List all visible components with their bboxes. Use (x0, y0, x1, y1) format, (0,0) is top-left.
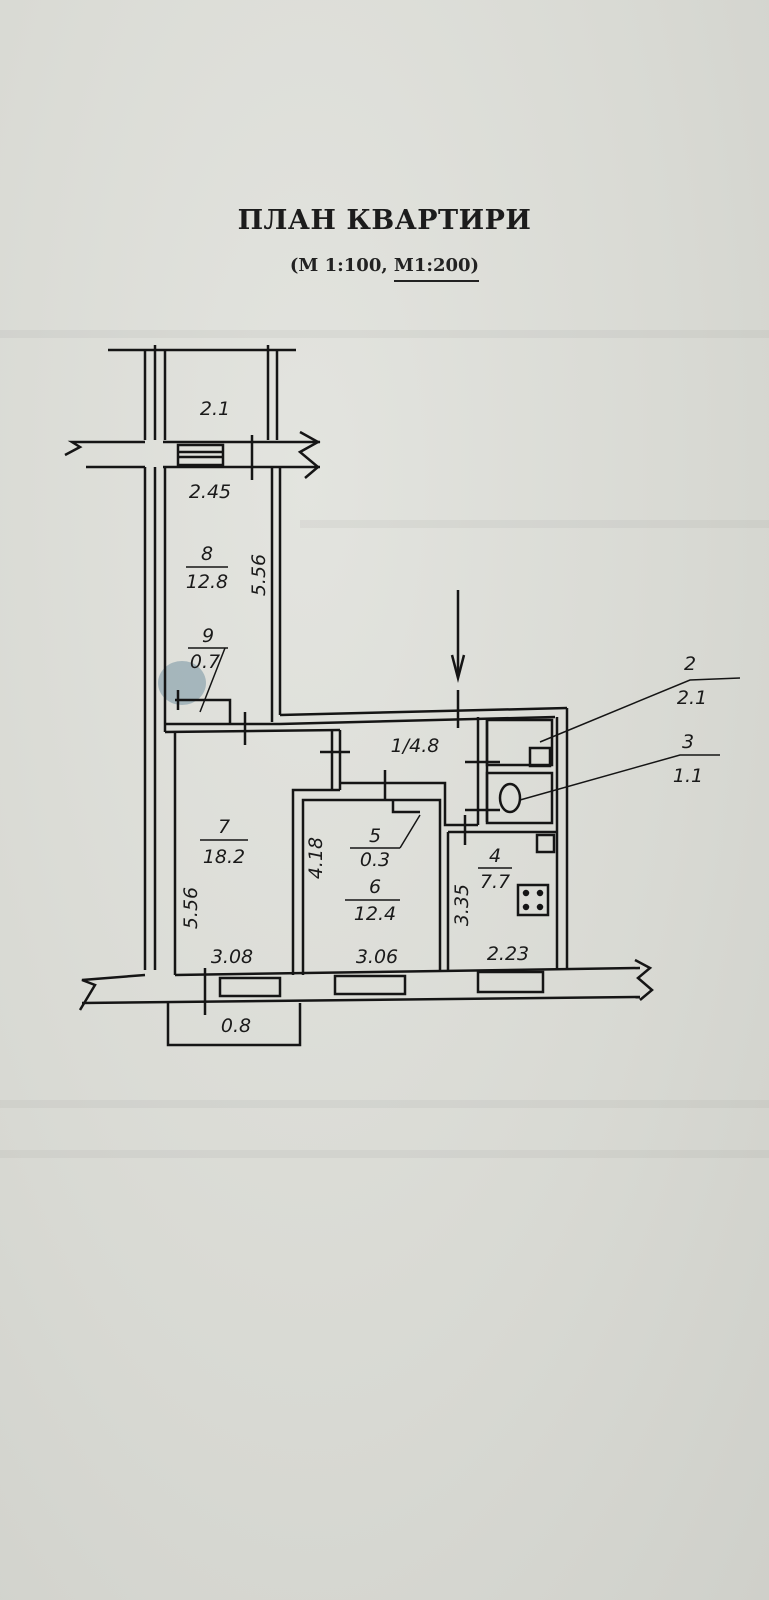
room5-area: 0.3 (360, 849, 390, 871)
room9-number: 9 (202, 625, 214, 647)
room3-area: 1.1 (673, 765, 703, 787)
balcony-top-area: 2.1 (200, 398, 230, 420)
room5-number: 5 (369, 825, 381, 847)
bleed-through (300, 520, 769, 528)
dim-kitchen-length: 3.35 (451, 884, 473, 926)
bleed-through (0, 1100, 769, 1108)
room9-area: 0.7 (190, 651, 220, 673)
page-title: ПЛАН КВАРТИРИ (237, 205, 532, 236)
dim-room6-width: 3.06 (356, 946, 398, 968)
dim-room8-length: 5.56 (248, 554, 270, 596)
room4-area: 7.7 (480, 871, 510, 893)
scale-underlined: М1:200) (393, 255, 480, 282)
room8-number: 8 (201, 543, 213, 565)
dim-room7-length: 5.56 (180, 887, 202, 929)
boiler-icon (535, 833, 556, 854)
dim-kitchen-width: 2.23 (487, 943, 529, 965)
dim-room6-length: 4.18 (305, 837, 327, 879)
room4-number: 4 (489, 845, 501, 867)
wall-band-upper (64, 430, 321, 480)
room6-number: 6 (369, 876, 381, 898)
dim-room8-width: 2.45 (189, 481, 231, 503)
balcony-bottom (166, 1003, 302, 1047)
leader-line (519, 754, 720, 801)
scale-prefix: (М 1:100, (289, 255, 394, 276)
window (176, 443, 225, 467)
room2-area: 2.1 (677, 687, 707, 709)
room3-number: 3 (682, 731, 694, 753)
window (218, 976, 282, 998)
scale-subtitle: (М 1:100, М1:200) (0, 255, 769, 282)
window (476, 970, 545, 994)
ink-stain (158, 661, 206, 705)
bleed-through (0, 1150, 769, 1158)
balcony-top (108, 345, 296, 440)
room7-area: 18.2 (203, 846, 245, 868)
stove-icon (516, 883, 550, 917)
balcony-bottom-area: 0.8 (221, 1015, 251, 1037)
water-heater-icon (528, 746, 552, 768)
walls (143, 467, 569, 975)
sink-icon (498, 782, 522, 814)
entrance-arrow-icon (450, 590, 466, 728)
window (333, 974, 407, 996)
room2-number: 2 (684, 653, 696, 675)
room8-area: 12.8 (186, 571, 228, 593)
room7-number: 7 (218, 816, 230, 838)
room1-label: 1/4.8 (391, 735, 440, 757)
dim-room7-width: 3.08 (211, 946, 253, 968)
bleed-through (0, 330, 769, 338)
wall-band-lower (78, 958, 654, 1047)
room6-area: 12.4 (354, 903, 396, 925)
leader-line (539, 677, 741, 743)
